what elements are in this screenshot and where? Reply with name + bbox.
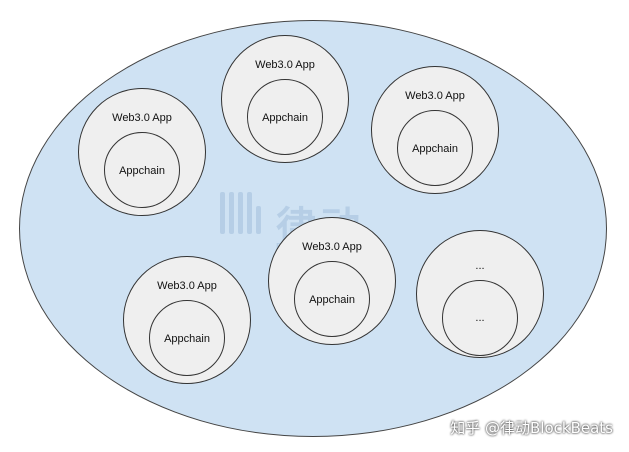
appchain-circle [442,280,518,356]
appchain-label: ... [475,312,485,324]
app-label: Web3.0 App [255,59,315,71]
appchain-label: Appchain [412,143,458,155]
appchain-circle [247,79,323,155]
app-label: Web3.0 App [157,280,217,292]
appchain-label: Appchain [164,333,210,345]
appchain-circle [294,261,370,337]
appchain-label: Appchain [309,294,355,306]
appchain-circle [397,110,473,186]
appchain-label: Appchain [119,165,165,177]
source-credit: 知乎 @律动BlockBeats [450,419,613,437]
app-label: Web3.0 App [405,90,465,102]
appchain-circle [104,132,180,208]
appchain-circle [149,300,225,376]
app-label: Web3.0 App [112,112,172,124]
app-label: Web3.0 App [302,241,362,253]
app-label: ... [475,260,485,272]
appchain-label: Appchain [262,112,308,124]
